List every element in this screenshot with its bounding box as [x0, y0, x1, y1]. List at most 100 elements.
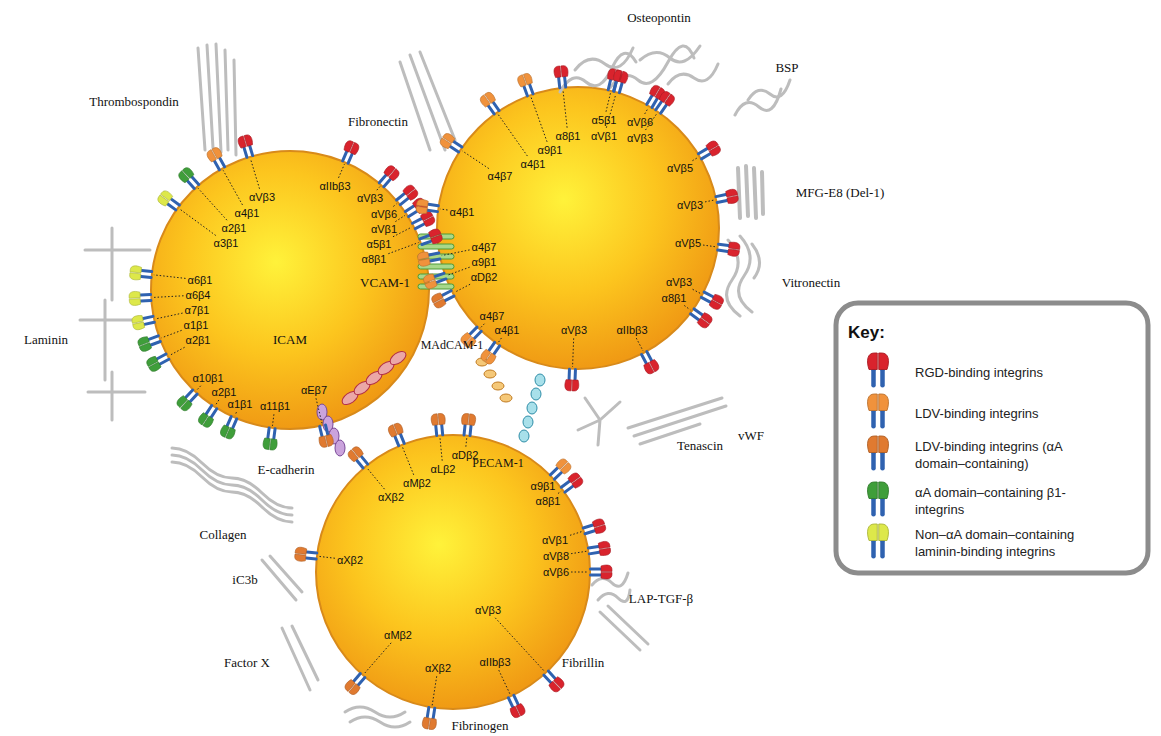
integrin-glyph	[137, 332, 163, 353]
ligand-label: ICAM	[273, 333, 307, 348]
integrin-label: αVβ3	[666, 276, 692, 289]
integrin-label: αIIbβ3	[479, 656, 510, 669]
integrin-label: αVβ3	[249, 191, 275, 204]
ligand-label: Fibrinogen	[451, 719, 508, 734]
integrin-label: αMβ2	[384, 629, 412, 642]
ligand-label: Vitronectin	[782, 276, 840, 291]
legend-box	[836, 303, 1148, 573]
legend-swatch	[868, 436, 889, 471]
integrin-glyph	[716, 240, 741, 257]
integrin-label: αLβ2	[431, 463, 456, 476]
cell: αDβ2αLβ2αMβ2α9β1αXβ2α8β1αVβ1αVβ8αXβ2αVβ6…	[315, 434, 591, 710]
integrin-label: α9β1	[472, 256, 497, 269]
integrin-label: αMβ2	[403, 477, 431, 490]
integrin-label: αXβ2	[425, 662, 451, 675]
integrin-glyph	[294, 547, 318, 564]
ligand-label: PECAM-1	[472, 457, 523, 471]
integrin-glyph	[417, 228, 443, 249]
pecam-molecule	[519, 374, 545, 442]
ligand-label: VCAM-1	[360, 276, 410, 291]
legend-title: Key:	[848, 323, 885, 343]
ligand-label: LAP-TGF-β	[629, 592, 693, 607]
legend-text: LDV-binding integrins (αA domain–contain…	[915, 438, 1065, 472]
integrin-label: α6β4	[186, 289, 211, 302]
integrin-glyphs	[129, 65, 741, 730]
integrin-label: αVβ8	[543, 550, 569, 563]
integrin-label: αXβ2	[337, 554, 363, 567]
cell-outline	[151, 151, 429, 429]
cell-outline	[316, 435, 590, 709]
integrin-label: αVβ5	[667, 162, 693, 175]
integrin-label: α2β1	[222, 222, 247, 235]
integrin-label: αXβ2	[378, 491, 404, 504]
integrin-label: α6β1	[188, 274, 213, 287]
ligand-label: vWF	[738, 429, 764, 444]
integrin-glyph	[460, 413, 476, 437]
integrin-label: α11β1	[260, 400, 290, 413]
integrin-label: α4β1	[235, 207, 260, 220]
integrin-label: αVβ3	[357, 192, 383, 205]
ligand-label: Collagen	[200, 528, 247, 543]
integrin-label: α4β7	[488, 170, 513, 183]
integrin-label: α9β1	[531, 480, 556, 493]
integrin-label: αVβ3	[475, 604, 501, 617]
cell: α5β1αVβ6α8β1αVβ1αVβ3α9β1α4β1αVβ5α4β7αVβ3…	[436, 86, 720, 370]
integrin-label: αVβ6	[543, 566, 569, 579]
integrin-label: α9β1	[538, 144, 563, 157]
integrin-label: α4β7	[480, 310, 505, 323]
legend-text: Non–αA domain–containing laminin-binding…	[915, 526, 1100, 560]
integrin-label: α3β1	[214, 237, 239, 250]
integrin-label: αVβ5	[675, 237, 701, 250]
integrin-label: α2β1	[212, 386, 237, 399]
integrin-label: α4β1	[521, 158, 546, 171]
integrin-label: αEβ7	[301, 384, 327, 397]
integrin-label: αVβ6	[371, 208, 397, 221]
integrin-label: α4β1	[450, 206, 475, 219]
integrin-label: αVβ3	[677, 199, 703, 212]
integrin-label: α2β1	[186, 334, 211, 347]
legend-swatch	[868, 353, 889, 388]
cell-outline	[437, 87, 719, 369]
integrin-label: α8β1	[362, 253, 387, 266]
integrin-glyph	[237, 134, 257, 160]
legend-swatch	[868, 524, 889, 559]
integrin-label: α8β1	[662, 292, 687, 305]
integrin-label: αIIbβ3	[319, 180, 350, 193]
ligand-label: BSP	[775, 61, 798, 76]
cell: αIIbβ3 αVβ3 αVβ3 α4β1 αVβ6 α2β1 αVβ1 α3β1 α5β1 α8…	[150, 150, 430, 430]
legend-swatch	[868, 394, 889, 429]
legend-text: LDV-binding integrins	[915, 405, 1085, 422]
integrin-label: α5β1	[592, 114, 617, 127]
integrin-label: αVβ3	[561, 324, 587, 337]
integrin-glyph	[586, 541, 611, 558]
ligand-label: Tenascin	[677, 439, 723, 454]
integrin-label: α1β1	[228, 398, 253, 411]
ligand-label: E-cadherin	[257, 463, 314, 478]
integrin-glyph	[177, 166, 203, 192]
integrin-glyph	[516, 72, 537, 98]
integrin-label: α1β1	[184, 319, 209, 332]
integrin-label: α5β1	[367, 238, 392, 251]
ligand-strands	[80, 44, 790, 727]
integrin-glyph	[262, 426, 279, 451]
integrin-glyph	[609, 69, 629, 95]
integrin-label: α4β1	[495, 324, 520, 337]
integrin-glyph	[422, 705, 439, 730]
ligand-label: Fibrillin	[562, 656, 605, 671]
integrin-glyph	[129, 265, 153, 281]
integrin-label: α7β1	[185, 304, 210, 317]
integrin-glyph	[589, 565, 612, 579]
integrin-label: αVβ6	[627, 116, 653, 129]
integrin-glyph	[129, 291, 153, 306]
integrin-glyph	[565, 368, 580, 392]
integrin-label: αIIbβ3	[616, 324, 647, 337]
integrin-glyph	[553, 65, 569, 89]
integrin-glyph	[431, 413, 447, 437]
legend-text: αA domain–containing β1-integrins	[915, 484, 1075, 518]
ligand-label: Thrombospondin	[89, 95, 179, 110]
legend-swatch	[868, 482, 889, 517]
integrin-label: αVβ1	[371, 223, 397, 236]
ligand-label: iC3b	[232, 573, 257, 588]
ligand-label: Laminin	[24, 333, 68, 348]
integrin-label: αVβ3	[627, 132, 653, 145]
